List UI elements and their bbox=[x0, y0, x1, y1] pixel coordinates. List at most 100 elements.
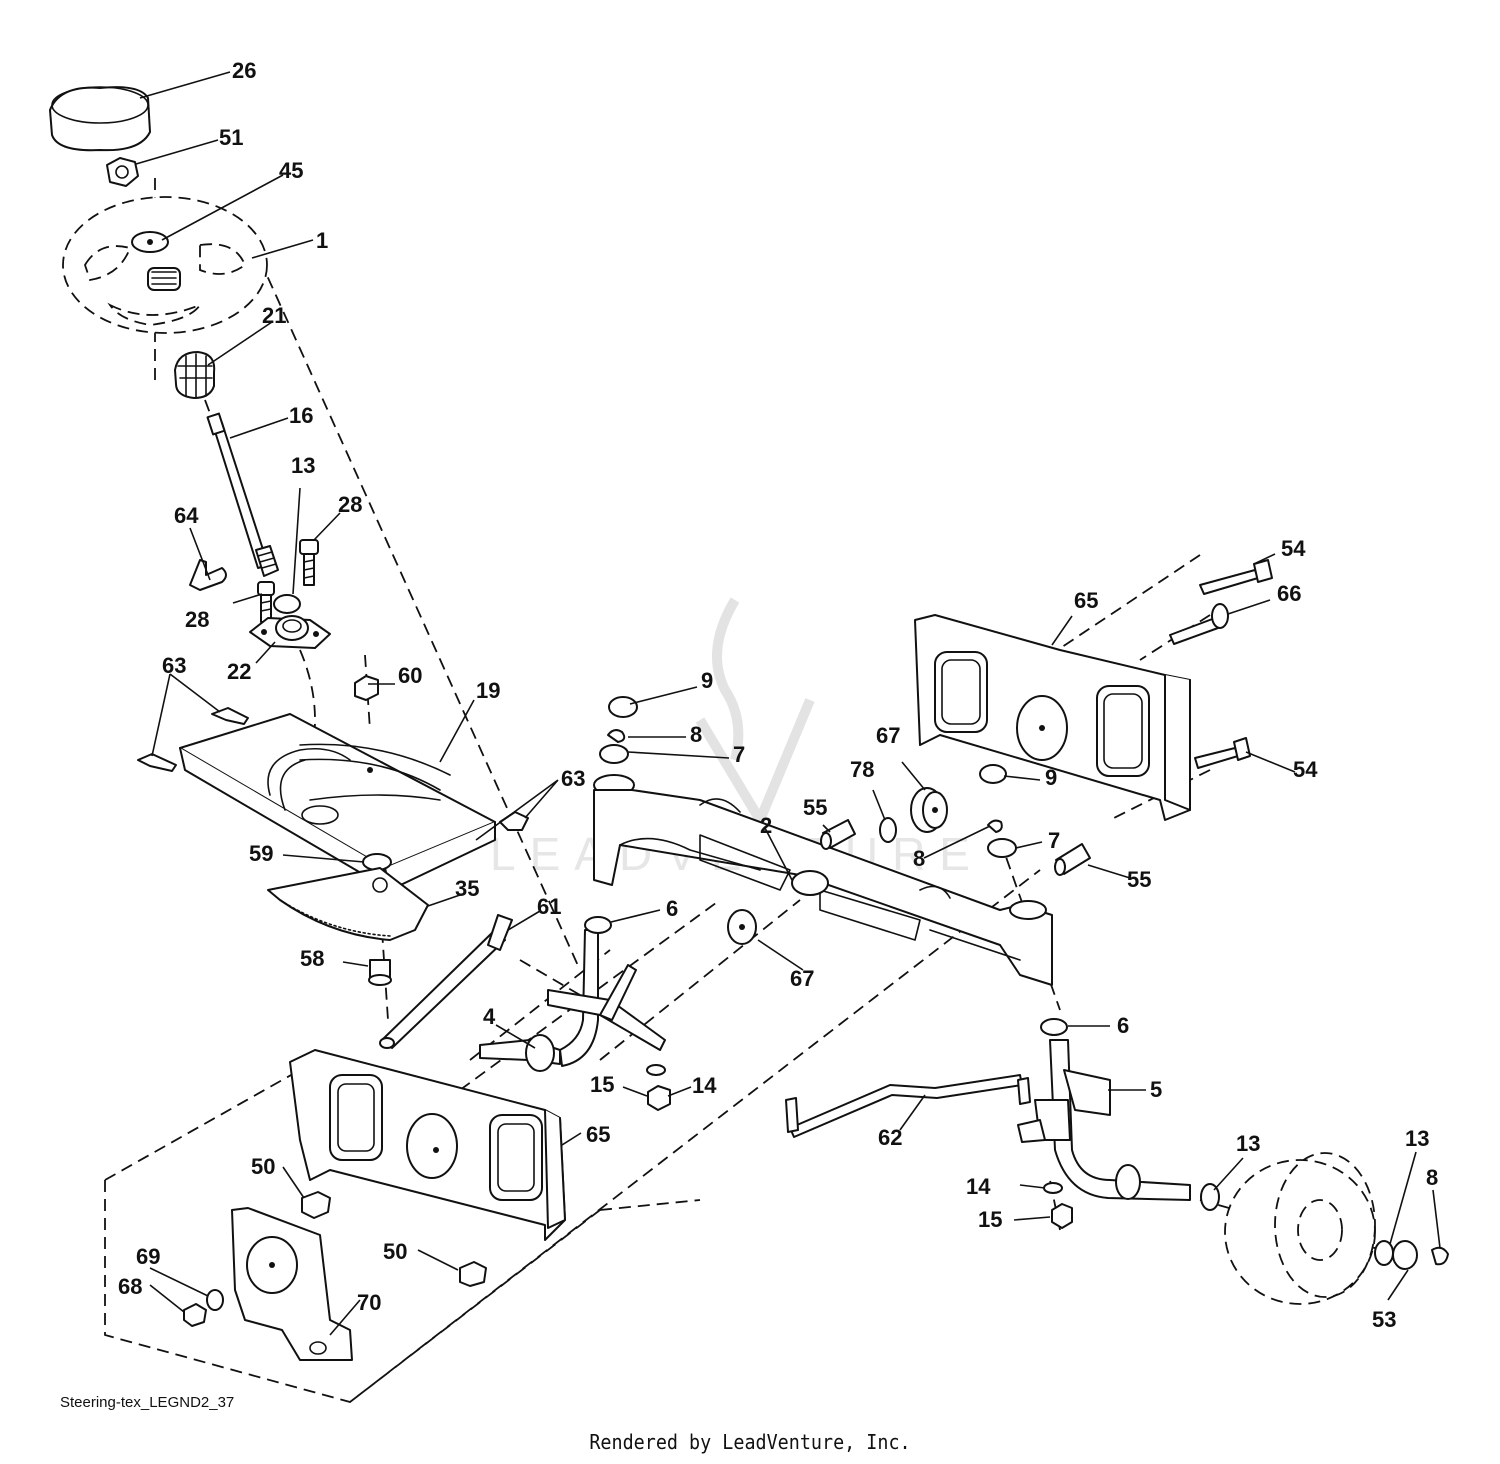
callout-54: 54 bbox=[1281, 536, 1306, 561]
callout-50: 50 bbox=[251, 1154, 275, 1179]
callout-68: 68 bbox=[118, 1274, 142, 1299]
callout-65: 65 bbox=[1074, 588, 1098, 613]
callout-7: 7 bbox=[1048, 828, 1060, 853]
callout-58: 58 bbox=[300, 946, 324, 971]
washer bbox=[879, 817, 897, 843]
callout-1: 1 bbox=[316, 228, 328, 253]
e-ring bbox=[987, 819, 1003, 833]
bolt bbox=[137, 753, 177, 772]
callout-26: 26 bbox=[232, 58, 256, 83]
callout-70: 70 bbox=[357, 1290, 381, 1315]
callout-65: 65 bbox=[586, 1122, 610, 1147]
washer bbox=[1200, 1183, 1220, 1211]
callout-9: 9 bbox=[701, 668, 713, 693]
callout-50: 50 bbox=[383, 1239, 407, 1264]
hub-cap bbox=[49, 86, 151, 152]
callout-16: 16 bbox=[289, 403, 313, 428]
steering-wheel-nut bbox=[106, 157, 139, 187]
bolt bbox=[299, 539, 319, 586]
sector-gear bbox=[267, 867, 429, 941]
pivot-bushing bbox=[910, 787, 948, 833]
callout-21: 21 bbox=[262, 303, 286, 328]
nut bbox=[354, 675, 379, 701]
callout-61: 61 bbox=[537, 894, 561, 919]
callout-62: 62 bbox=[878, 1125, 902, 1150]
spacer bbox=[1054, 843, 1091, 876]
callout-14: 14 bbox=[692, 1073, 717, 1098]
callout-labels: 26 51 45 1 21 16 13 28 64 28 22 63 60 19… bbox=[118, 58, 1438, 1332]
bearing-flange bbox=[249, 615, 331, 649]
callout-22: 22 bbox=[227, 659, 251, 684]
carriage-bolt bbox=[1169, 603, 1229, 645]
callout-13: 13 bbox=[291, 453, 315, 478]
drag-link bbox=[379, 914, 513, 1049]
bolt bbox=[1194, 737, 1251, 769]
lock-washer bbox=[1043, 1182, 1063, 1194]
tie-rod bbox=[785, 1074, 1031, 1138]
callout-54: 54 bbox=[1293, 757, 1318, 782]
pivot-bushing bbox=[727, 909, 757, 945]
bolt bbox=[499, 811, 529, 831]
callout-55: 55 bbox=[803, 795, 827, 820]
callout-63: 63 bbox=[561, 766, 585, 791]
assembly-boundary-line bbox=[104, 869, 1041, 1403]
front-wheel bbox=[1224, 1152, 1376, 1305]
nut bbox=[647, 1085, 671, 1111]
callout-13: 13 bbox=[1405, 1126, 1429, 1151]
flange-nut bbox=[301, 1191, 331, 1219]
axle-bracket-rear bbox=[914, 614, 1191, 821]
render-credit: Rendered by LeadVenture, Inc. bbox=[589, 1430, 911, 1454]
callout-67: 67 bbox=[790, 966, 814, 991]
steering-bushing bbox=[174, 351, 216, 399]
callout-8: 8 bbox=[913, 846, 925, 871]
callout-55: 55 bbox=[1127, 867, 1151, 892]
callout-64: 64 bbox=[174, 503, 199, 528]
callout-7: 7 bbox=[733, 742, 745, 767]
spindle-right bbox=[1017, 1039, 1191, 1201]
leader-lines bbox=[135, 71, 1441, 1336]
callout-4: 4 bbox=[483, 1004, 496, 1029]
callout-14: 14 bbox=[966, 1174, 991, 1199]
bolt bbox=[1199, 559, 1273, 595]
washer bbox=[599, 744, 629, 764]
bushing bbox=[584, 916, 612, 934]
washer bbox=[987, 838, 1017, 858]
e-ring bbox=[607, 729, 626, 743]
callout-63: 63 bbox=[162, 653, 186, 678]
callout-28: 28 bbox=[338, 492, 362, 517]
bolt bbox=[211, 707, 249, 725]
steering-wheel bbox=[62, 196, 268, 334]
cap bbox=[979, 764, 1007, 784]
callout-2: 2 bbox=[760, 813, 772, 838]
callout-28: 28 bbox=[185, 607, 209, 632]
callout-15: 15 bbox=[978, 1207, 1002, 1232]
axle-bracket-front bbox=[289, 1049, 566, 1241]
callout-66: 66 bbox=[1277, 581, 1301, 606]
callout-45: 45 bbox=[279, 158, 303, 183]
callout-6: 6 bbox=[1117, 1013, 1129, 1038]
shoulder-bolt bbox=[368, 959, 392, 986]
flange-nut bbox=[183, 1303, 207, 1327]
callout-35: 35 bbox=[455, 876, 479, 901]
flange-nut bbox=[459, 1261, 487, 1287]
spacer bbox=[820, 819, 856, 850]
washer bbox=[273, 594, 301, 614]
callout-8: 8 bbox=[1426, 1165, 1438, 1190]
callout-9: 9 bbox=[1045, 765, 1057, 790]
washer bbox=[1374, 1240, 1394, 1266]
callout-78: 78 bbox=[850, 757, 874, 782]
callout-19: 19 bbox=[476, 678, 500, 703]
callout-67: 67 bbox=[876, 723, 900, 748]
washer bbox=[1392, 1240, 1418, 1270]
callout-5: 5 bbox=[1150, 1077, 1162, 1102]
callout-51: 51 bbox=[219, 125, 243, 150]
e-ring bbox=[1431, 1246, 1449, 1266]
callout-15: 15 bbox=[590, 1072, 614, 1097]
bushing bbox=[1040, 1018, 1068, 1036]
callout-59: 59 bbox=[249, 841, 273, 866]
nut bbox=[1051, 1203, 1073, 1229]
callout-13: 13 bbox=[1236, 1131, 1260, 1156]
steering-shaft bbox=[206, 412, 279, 577]
spindle-left bbox=[479, 929, 666, 1072]
